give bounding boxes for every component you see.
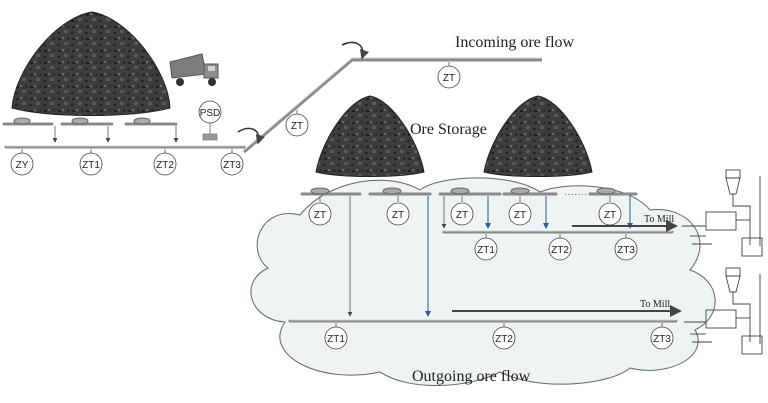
ore-pile-left xyxy=(11,11,171,116)
sensor-zt2-left: ZT2 xyxy=(156,160,174,171)
flow-arrow-top xyxy=(341,41,370,60)
sensor-zt3-mid: ZT3 xyxy=(617,245,635,256)
svg-text:·······: ······· xyxy=(564,189,587,200)
flow-arrow-mid xyxy=(237,127,265,145)
storage-feeders: ······· xyxy=(300,187,638,200)
sensor-zt3-left: ZT3 xyxy=(223,160,241,171)
sensor-zt-incline: ZT xyxy=(291,121,303,132)
ore-pile-storage-2 xyxy=(483,95,593,177)
storage-cloud xyxy=(250,177,716,386)
sensor-zt1-left: ZT1 xyxy=(82,160,100,171)
mill-1-schematic xyxy=(682,169,763,257)
label-outgoing-ore-flow: Outgoing ore flow xyxy=(412,368,531,385)
sensor-zt2-bottom: ZT2 xyxy=(495,334,513,345)
sensor-zt3-bottom: ZT3 xyxy=(653,334,671,345)
left-feeders xyxy=(2,117,178,126)
sensor-connectors xyxy=(21,62,663,327)
sensor-zy: ZY xyxy=(16,160,29,171)
label-to-mill-2: To Mill xyxy=(640,299,670,310)
sensor-zt2-mid: ZT2 xyxy=(551,245,569,256)
sensor-zt-feeder-3: ZT xyxy=(456,210,468,221)
sensor-zt-top: ZT xyxy=(443,73,455,84)
ore-pile-storage-1 xyxy=(315,95,425,177)
sensor-zt1-bottom: ZT1 xyxy=(327,334,345,345)
sensor-zt-feeder-4: ZT xyxy=(514,210,526,221)
sensor-zt1-mid: ZT1 xyxy=(477,245,495,256)
sensor-psd: PSD xyxy=(200,108,221,119)
incline-conveyor xyxy=(243,58,542,154)
sensor-zt-feeder-1: ZT xyxy=(314,210,326,221)
label-ore-storage: Ore Storage xyxy=(410,121,487,138)
label-to-mill-1: To Mill xyxy=(644,214,674,225)
sensor-zt-feeder-2: ZT xyxy=(392,210,404,221)
mill-2-schematic xyxy=(684,267,763,355)
sensor-zt-feeder-5: ZT xyxy=(604,210,616,221)
label-incoming-ore-flow: Incoming ore flow xyxy=(455,34,575,51)
dump-truck-icon xyxy=(169,53,219,86)
